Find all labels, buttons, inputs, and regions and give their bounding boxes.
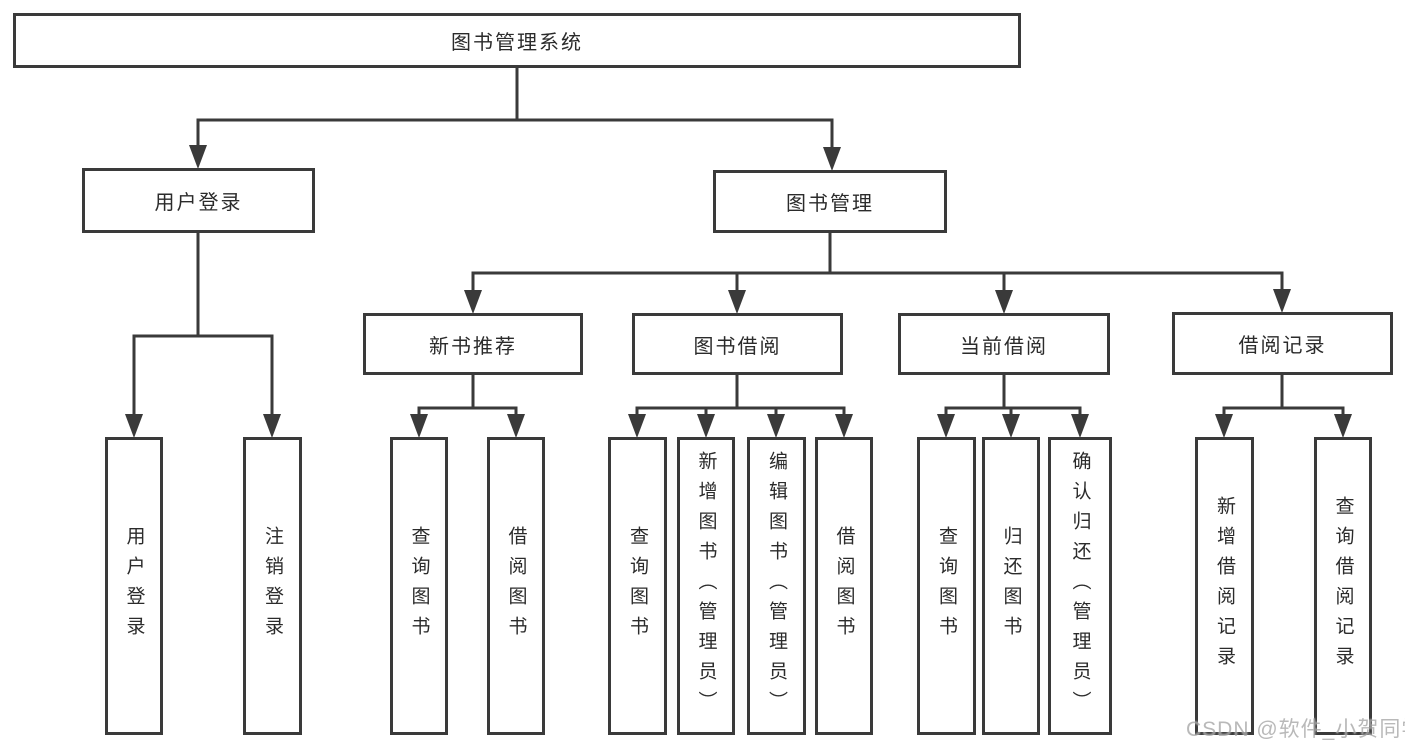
leaf-add-books-admin: 新增图书（管理员）	[677, 437, 735, 735]
leaf-return-books: 归还图书	[982, 437, 1040, 735]
leaf-query-books-3-label: 查询图书	[936, 526, 957, 646]
leaf-confirm-return-admin: 确认归还（管理员）	[1048, 437, 1112, 735]
node-book-management-label: 图书管理	[786, 193, 874, 215]
leaf-user-login: 用户登录	[105, 437, 163, 735]
leaf-return-books-label: 归还图书	[1000, 526, 1022, 646]
leaf-borrow-books-1-label: 借阅图书	[505, 526, 527, 646]
leaf-query-books-2-label: 查询图书	[627, 526, 648, 646]
leaf-edit-books-admin-label: 编辑图书（管理员）	[766, 451, 787, 721]
node-book-borrow: 图书借阅	[632, 313, 843, 375]
leaf-logout: 注销登录	[243, 437, 302, 735]
node-current-borrow: 当前借阅	[898, 313, 1110, 375]
arrowheads	[125, 145, 1352, 438]
leaf-query-books-1-label: 查询图书	[408, 526, 430, 646]
leaf-query-books-3: 查询图书	[917, 437, 976, 735]
leaf-add-books-admin-label: 新增图书（管理员）	[695, 451, 717, 721]
csdn-watermark: CSDN @软件_小贺同学	[1186, 718, 1405, 741]
leaf-borrow-books-1: 借阅图书	[487, 437, 545, 735]
leaf-confirm-return-admin-label: 确认归还（管理员）	[1069, 451, 1091, 721]
leaf-user-login-label: 用户登录	[123, 526, 145, 646]
leaf-query-borrow-record: 查询借阅记录	[1314, 437, 1372, 735]
node-current-borrow-label: 当前借阅	[960, 335, 1048, 358]
node-root-label: 图书管理系统	[451, 32, 583, 54]
node-user-login: 用户登录	[82, 168, 315, 233]
node-root: 图书管理系统	[13, 13, 1021, 68]
leaf-query-books-1: 查询图书	[390, 437, 448, 735]
node-user-login-label: 用户登录	[154, 192, 243, 214]
node-new-book-recommend-label: 新书推荐	[429, 335, 517, 358]
leaf-edit-books-admin: 编辑图书（管理员）	[747, 437, 806, 735]
leaf-borrow-books-2-label: 借阅图书	[833, 526, 855, 646]
leaf-borrow-books-2: 借阅图书	[815, 437, 873, 735]
leaf-add-borrow-record-label: 新增借阅记录	[1214, 496, 1235, 676]
node-new-book-recommend: 新书推荐	[363, 313, 583, 375]
leaf-query-borrow-record-label: 查询借阅记录	[1332, 496, 1354, 676]
leaf-query-books-2: 查询图书	[608, 437, 667, 735]
leaf-logout-label: 注销登录	[262, 526, 283, 646]
leaf-add-borrow-record: 新增借阅记录	[1195, 437, 1254, 735]
node-book-borrow-label: 图书借阅	[693, 335, 782, 358]
node-book-management: 图书管理	[713, 170, 947, 233]
node-borrow-records: 借阅记录	[1172, 312, 1393, 375]
node-borrow-records-label: 借阅记录	[1238, 335, 1327, 357]
